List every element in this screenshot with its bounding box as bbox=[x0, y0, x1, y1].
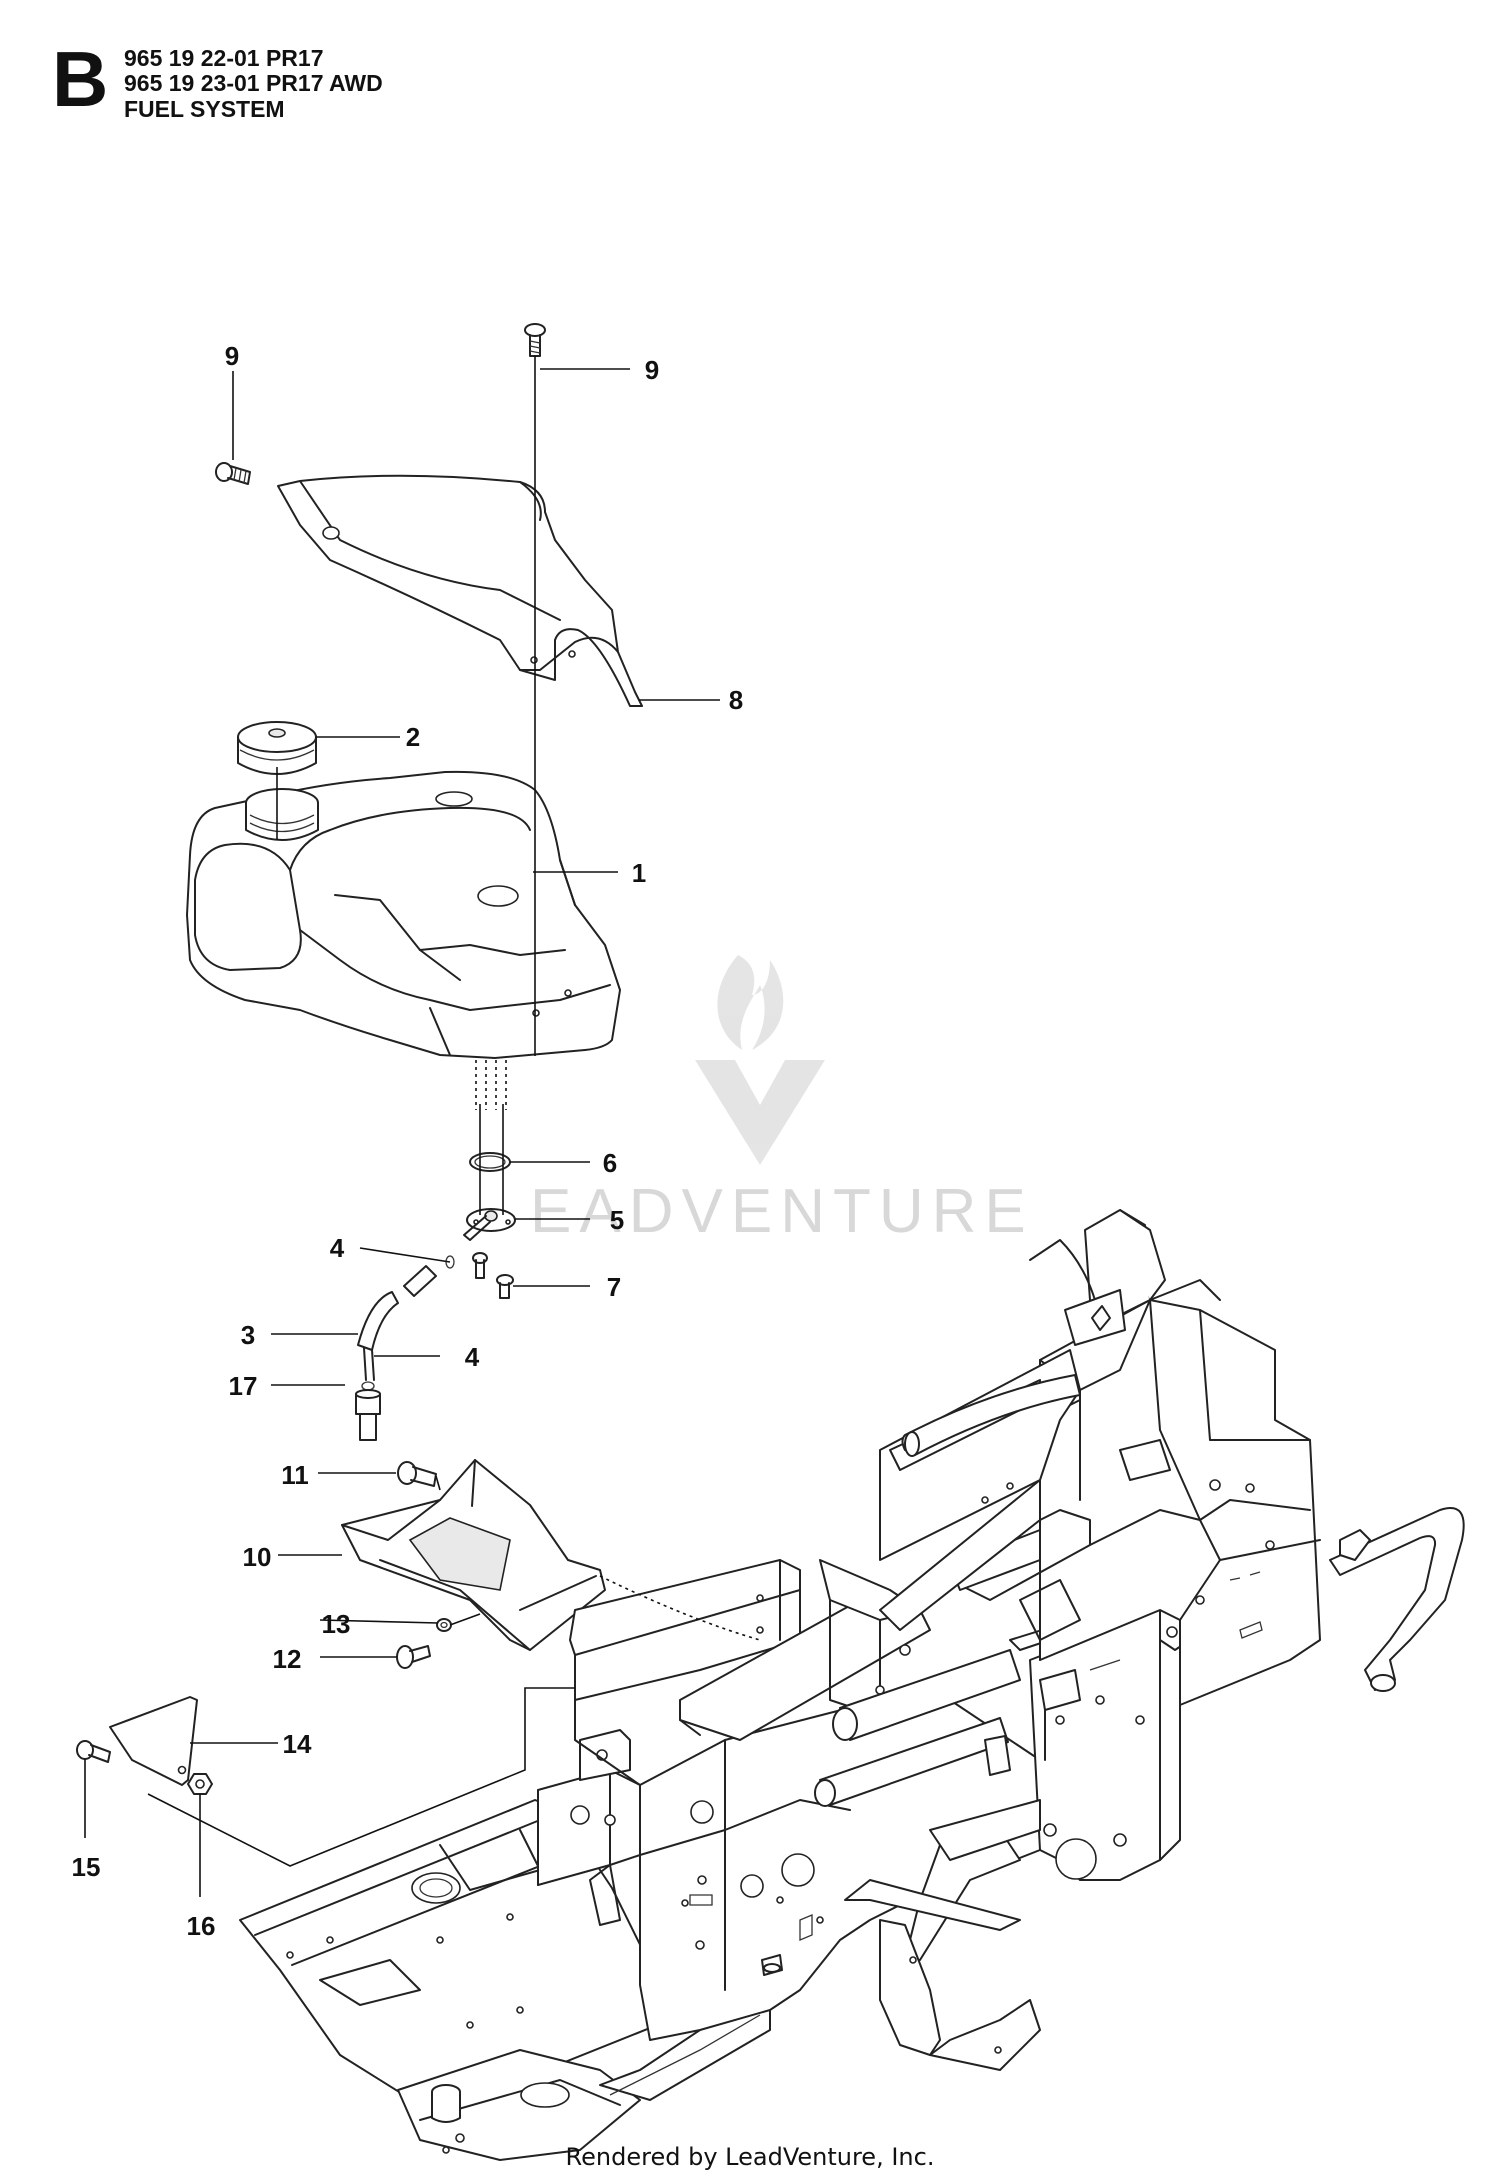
part-screw-9-left bbox=[215, 462, 251, 485]
callout-8: 8 bbox=[729, 685, 743, 715]
model-line-2: 965 19 23-01 PR17 AWD bbox=[124, 70, 383, 96]
part-bracket-14 bbox=[109, 1696, 198, 1786]
callout-7: 7 bbox=[607, 1272, 621, 1302]
part-heat-shield bbox=[341, 1459, 606, 1651]
part-screw-15 bbox=[76, 1740, 111, 1763]
callout-9-top: 9 bbox=[645, 355, 659, 385]
part-screw-9-top bbox=[524, 323, 546, 357]
part-fuel-tank bbox=[186, 770, 621, 1059]
part-fuel-cap bbox=[237, 721, 317, 775]
callout-10: 10 bbox=[243, 1542, 272, 1572]
callout-15: 15 bbox=[72, 1852, 101, 1882]
callout-1: 1 bbox=[632, 858, 646, 888]
callout-4-lower: 4 bbox=[465, 1342, 480, 1372]
part-hose-clamp-lower bbox=[361, 1381, 375, 1391]
watermark: EADVENTURE bbox=[530, 955, 1034, 1246]
callout-2: 2 bbox=[406, 722, 420, 752]
part-screw-11 bbox=[397, 1461, 437, 1487]
footer-credit: Rendered by LeadVenture, Inc. bbox=[566, 2143, 935, 2171]
callout-12: 12 bbox=[273, 1644, 302, 1674]
part-o-ring bbox=[469, 1152, 511, 1172]
part-washer-13 bbox=[436, 1618, 452, 1632]
callout-labels: 9 9 8 2 1 6 5 4 7 3 4 17 11 10 13 12 14 … bbox=[72, 341, 744, 1941]
part-fuel-valve-plate bbox=[463, 1208, 516, 1241]
callout-5: 5 bbox=[610, 1205, 624, 1235]
callout-4-upper: 4 bbox=[330, 1233, 345, 1263]
section-letter: B bbox=[52, 35, 108, 123]
part-nut-16 bbox=[187, 1773, 213, 1795]
callout-16: 16 bbox=[187, 1911, 216, 1941]
callout-17: 17 bbox=[229, 1371, 258, 1401]
part-bolt-12 bbox=[396, 1645, 431, 1669]
callout-9-left: 9 bbox=[225, 341, 239, 371]
section-title: FUEL SYSTEM bbox=[124, 96, 285, 122]
callout-14: 14 bbox=[283, 1729, 312, 1759]
model-line-1: 965 19 22-01 PR17 bbox=[124, 45, 324, 71]
part-chassis-frame bbox=[147, 1209, 1465, 2161]
watermark-logo bbox=[695, 955, 825, 1165]
part-plate-screws bbox=[472, 1252, 514, 1299]
part-fuel-hose bbox=[357, 1265, 437, 1381]
part-fuel-fitting bbox=[355, 1389, 381, 1441]
callout-11: 11 bbox=[281, 1460, 309, 1490]
leader-lines bbox=[84, 356, 761, 1897]
watermark-text: EADVENTURE bbox=[530, 1177, 1034, 1246]
callout-6: 6 bbox=[603, 1148, 617, 1178]
header: B 965 19 22-01 PR17 965 19 23-01 PR17 AW… bbox=[52, 35, 383, 123]
callout-13: 13 bbox=[322, 1609, 351, 1639]
part-tank-shield bbox=[277, 474, 643, 707]
callout-3: 3 bbox=[241, 1320, 255, 1350]
